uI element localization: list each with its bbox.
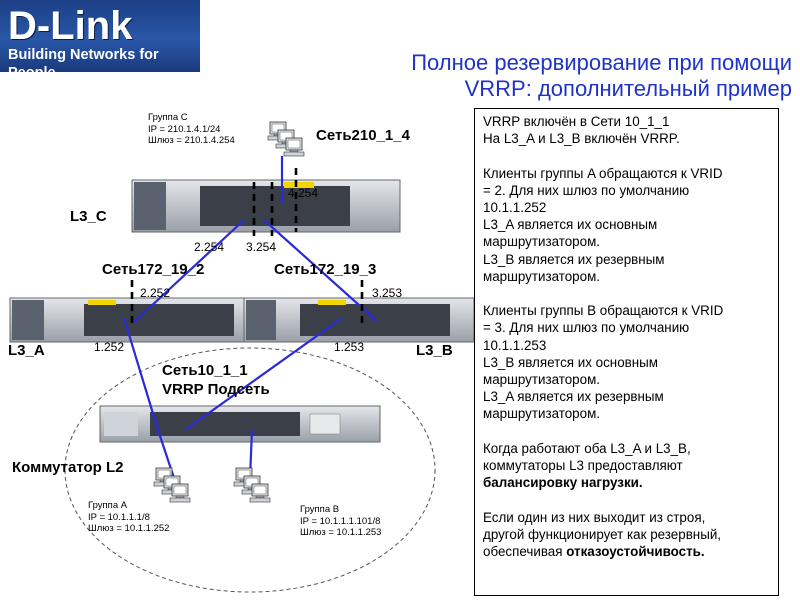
ip-1252-label: 1.252 xyxy=(94,340,125,354)
switch-l2-label: Коммутатор L2 xyxy=(12,459,124,476)
l3-a-label: L3_A xyxy=(8,342,45,359)
net-210-label: Сеть210_1_4 xyxy=(316,127,410,144)
group-c-info: Группа C IP = 210.1.4.1/24 Шлюз = 210.1.… xyxy=(148,112,235,146)
vrrp-subnet-ellipse xyxy=(64,347,436,593)
net-10-1-label: Сеть10_1_1 xyxy=(162,362,248,379)
slide-title: Полное резервирование при помощи VRRP: д… xyxy=(232,50,792,102)
info-paragraph-2: Клиенты группы A обращаются к VRID = 2. … xyxy=(483,165,723,284)
ip-2254-label: 2.254 xyxy=(194,240,225,254)
pc-group-b-icon xyxy=(234,468,270,502)
title-line-2: VRRP: дополнительный пример xyxy=(464,76,792,101)
info-paragraph-3: Клиенты группы B обращаются к VRID = 3. … xyxy=(483,303,724,422)
ip-1253-label: 1.253 xyxy=(334,340,365,354)
net-172-3-label: Сеть172_19_3 xyxy=(274,261,377,278)
group-a-info: Группа A IP = 10.1.1.1/8 Шлюз = 10.1.1.2… xyxy=(88,500,170,534)
switch-l2-icon xyxy=(99,405,381,443)
switch-l3-c-icon xyxy=(131,179,401,233)
title-line-1: Полное резервирование при помощи xyxy=(411,50,792,75)
info-paragraph-5: Если один из них выходит из строя, друго… xyxy=(483,509,722,560)
switch-l3-b-icon xyxy=(243,297,475,343)
net-172-2-label: Сеть172_19_2 xyxy=(102,261,205,278)
ip-4254-label: 4.254 xyxy=(288,186,319,200)
l3-b-label: L3_B xyxy=(416,342,453,359)
ip-2252-label: 2.252 xyxy=(140,286,171,300)
dlink-logo: D-Link Building Networks for People xyxy=(0,0,200,81)
explanation-box: VRRP включён в Сети 10_1_1 На L3_A и L3_… xyxy=(474,108,779,596)
info-paragraph-4: Когда работают оба L3_A и L3_B, коммутат… xyxy=(483,440,691,491)
logo-tagline: Building Networks for People xyxy=(8,47,159,81)
l3-c-label: L3_C xyxy=(70,208,107,225)
pc-group-c-icon xyxy=(268,122,304,156)
ip-3254-label: 3.254 xyxy=(246,240,277,254)
pc-group-a-icon xyxy=(154,468,190,502)
network-separators xyxy=(130,168,364,328)
group-b-info: Группа B IP = 10.1.1.1.101/8 Шлюз = 10.1… xyxy=(300,504,382,538)
info-paragraph-1: VRRP включён в Сети 10_1_1 На L3_A и L3_… xyxy=(483,114,680,147)
switch-l3-a-icon xyxy=(9,297,279,343)
vrrp-subnet-label: VRRP Подсеть xyxy=(162,381,270,398)
logo-name: D-Link xyxy=(8,4,133,48)
ip-3253-label: 3.253 xyxy=(372,286,403,300)
